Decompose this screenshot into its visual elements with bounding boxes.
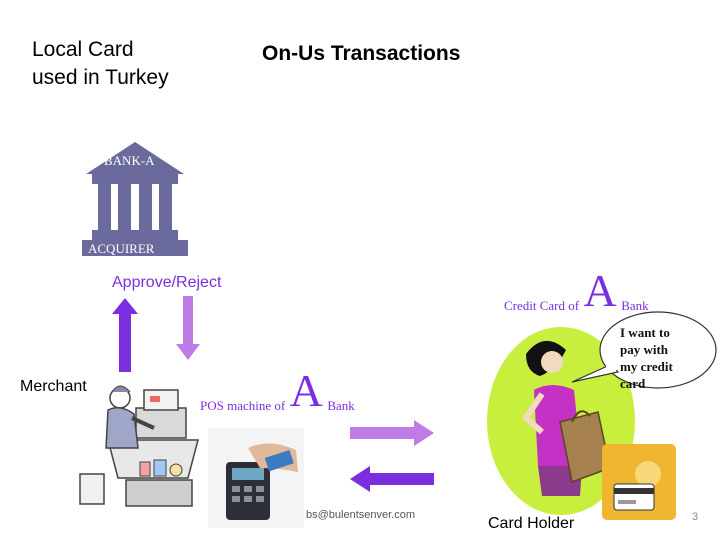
- subtitle-line-1: Local Card: [32, 38, 134, 61]
- pos-suffix: Bank: [327, 398, 355, 413]
- acquirer-label: ACQUIRER: [88, 241, 155, 256]
- footer-email: bs@bulentsenver.com: [306, 509, 416, 521]
- credit-card-bank-letter: A: [583, 265, 617, 316]
- speech-line-1: I want to: [620, 325, 670, 340]
- arrow-left-icon: [350, 466, 434, 492]
- page-title: On-Us Transactions: [262, 42, 461, 65]
- speech-bubble-icon: [571, 311, 717, 389]
- credit-card-label: Credit Card of A Bank: [504, 268, 649, 314]
- approve-reject-label: Approve/Reject: [112, 274, 222, 291]
- card-swipe-terminal-icon: [208, 428, 304, 528]
- page-number: 3: [692, 511, 699, 523]
- pos-machine-label: POS machine of A Bank: [200, 368, 355, 414]
- merchant-at-register-icon: [79, 385, 199, 507]
- arrow-up-icon: [112, 298, 138, 372]
- arrow-right-icon: [350, 420, 434, 446]
- subtitle-line-2: used in Turkey: [32, 66, 169, 89]
- bank-building-icon: [82, 142, 188, 256]
- pos-prefix: POS machine of: [200, 398, 286, 413]
- credit-card-icon: [602, 444, 676, 520]
- credit-card-suffix: Bank: [621, 298, 649, 313]
- speech-line-2: pay with: [620, 342, 669, 357]
- arrow-down-icon: [176, 296, 200, 360]
- speech-line-4: card: [620, 376, 646, 391]
- credit-card-prefix: Credit Card of: [504, 298, 580, 313]
- pos-bank-letter: A: [289, 365, 323, 416]
- subtitle-local-card: Local Card used in Turkey: [32, 36, 169, 92]
- merchant-label: Merchant: [20, 378, 87, 395]
- bank-name-label: BANK-A: [104, 153, 155, 168]
- card-holder-label: Card Holder: [488, 515, 575, 532]
- speech-line-3: my credit: [620, 359, 673, 374]
- speech-text: I want to pay with my credit card: [620, 324, 673, 392]
